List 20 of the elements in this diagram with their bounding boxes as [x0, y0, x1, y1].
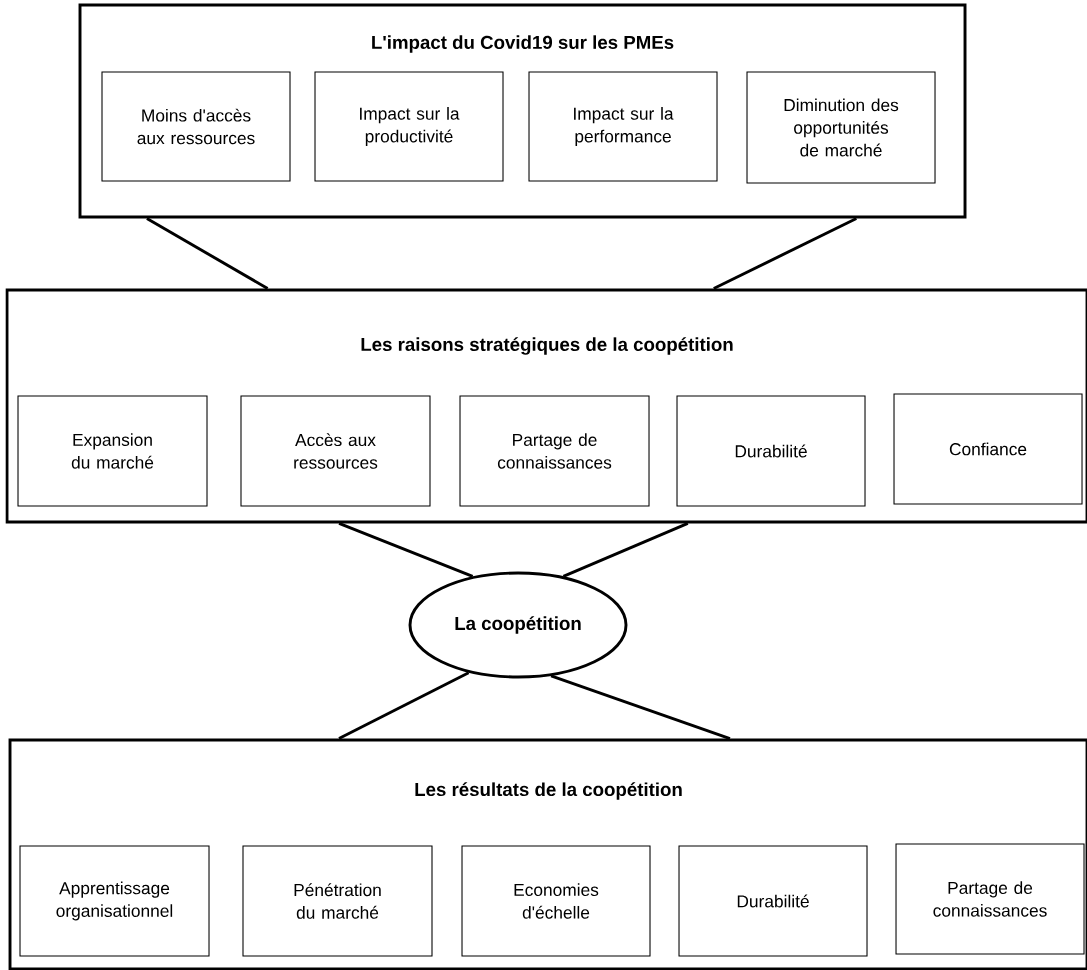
box: Impact sur la performance	[528, 71, 718, 182]
connector-line	[146, 217, 269, 290]
connector-line	[338, 522, 474, 578]
box: Moins d'accès aux ressources	[101, 71, 291, 182]
box: Partage de connaissances	[459, 395, 650, 507]
box: Apprentissage organisationnel	[19, 845, 210, 957]
box: Durabilité	[676, 395, 866, 507]
box: Durabilité	[678, 845, 868, 957]
box: Accès aux ressources	[240, 395, 431, 507]
box: Economies d'échelle	[461, 845, 651, 957]
connector-line	[550, 674, 731, 740]
box: Pénétration du marché	[242, 845, 433, 957]
box: Expansion du marché	[17, 395, 208, 507]
connector-line	[713, 217, 858, 290]
box: Impact sur la productivité	[314, 71, 504, 182]
box: Confiance	[893, 393, 1083, 505]
connector-line	[338, 671, 470, 740]
box: Diminution des opportunités de marché	[746, 71, 936, 184]
box: Partage de connaissances	[895, 843, 1085, 955]
connector-line	[562, 522, 689, 578]
